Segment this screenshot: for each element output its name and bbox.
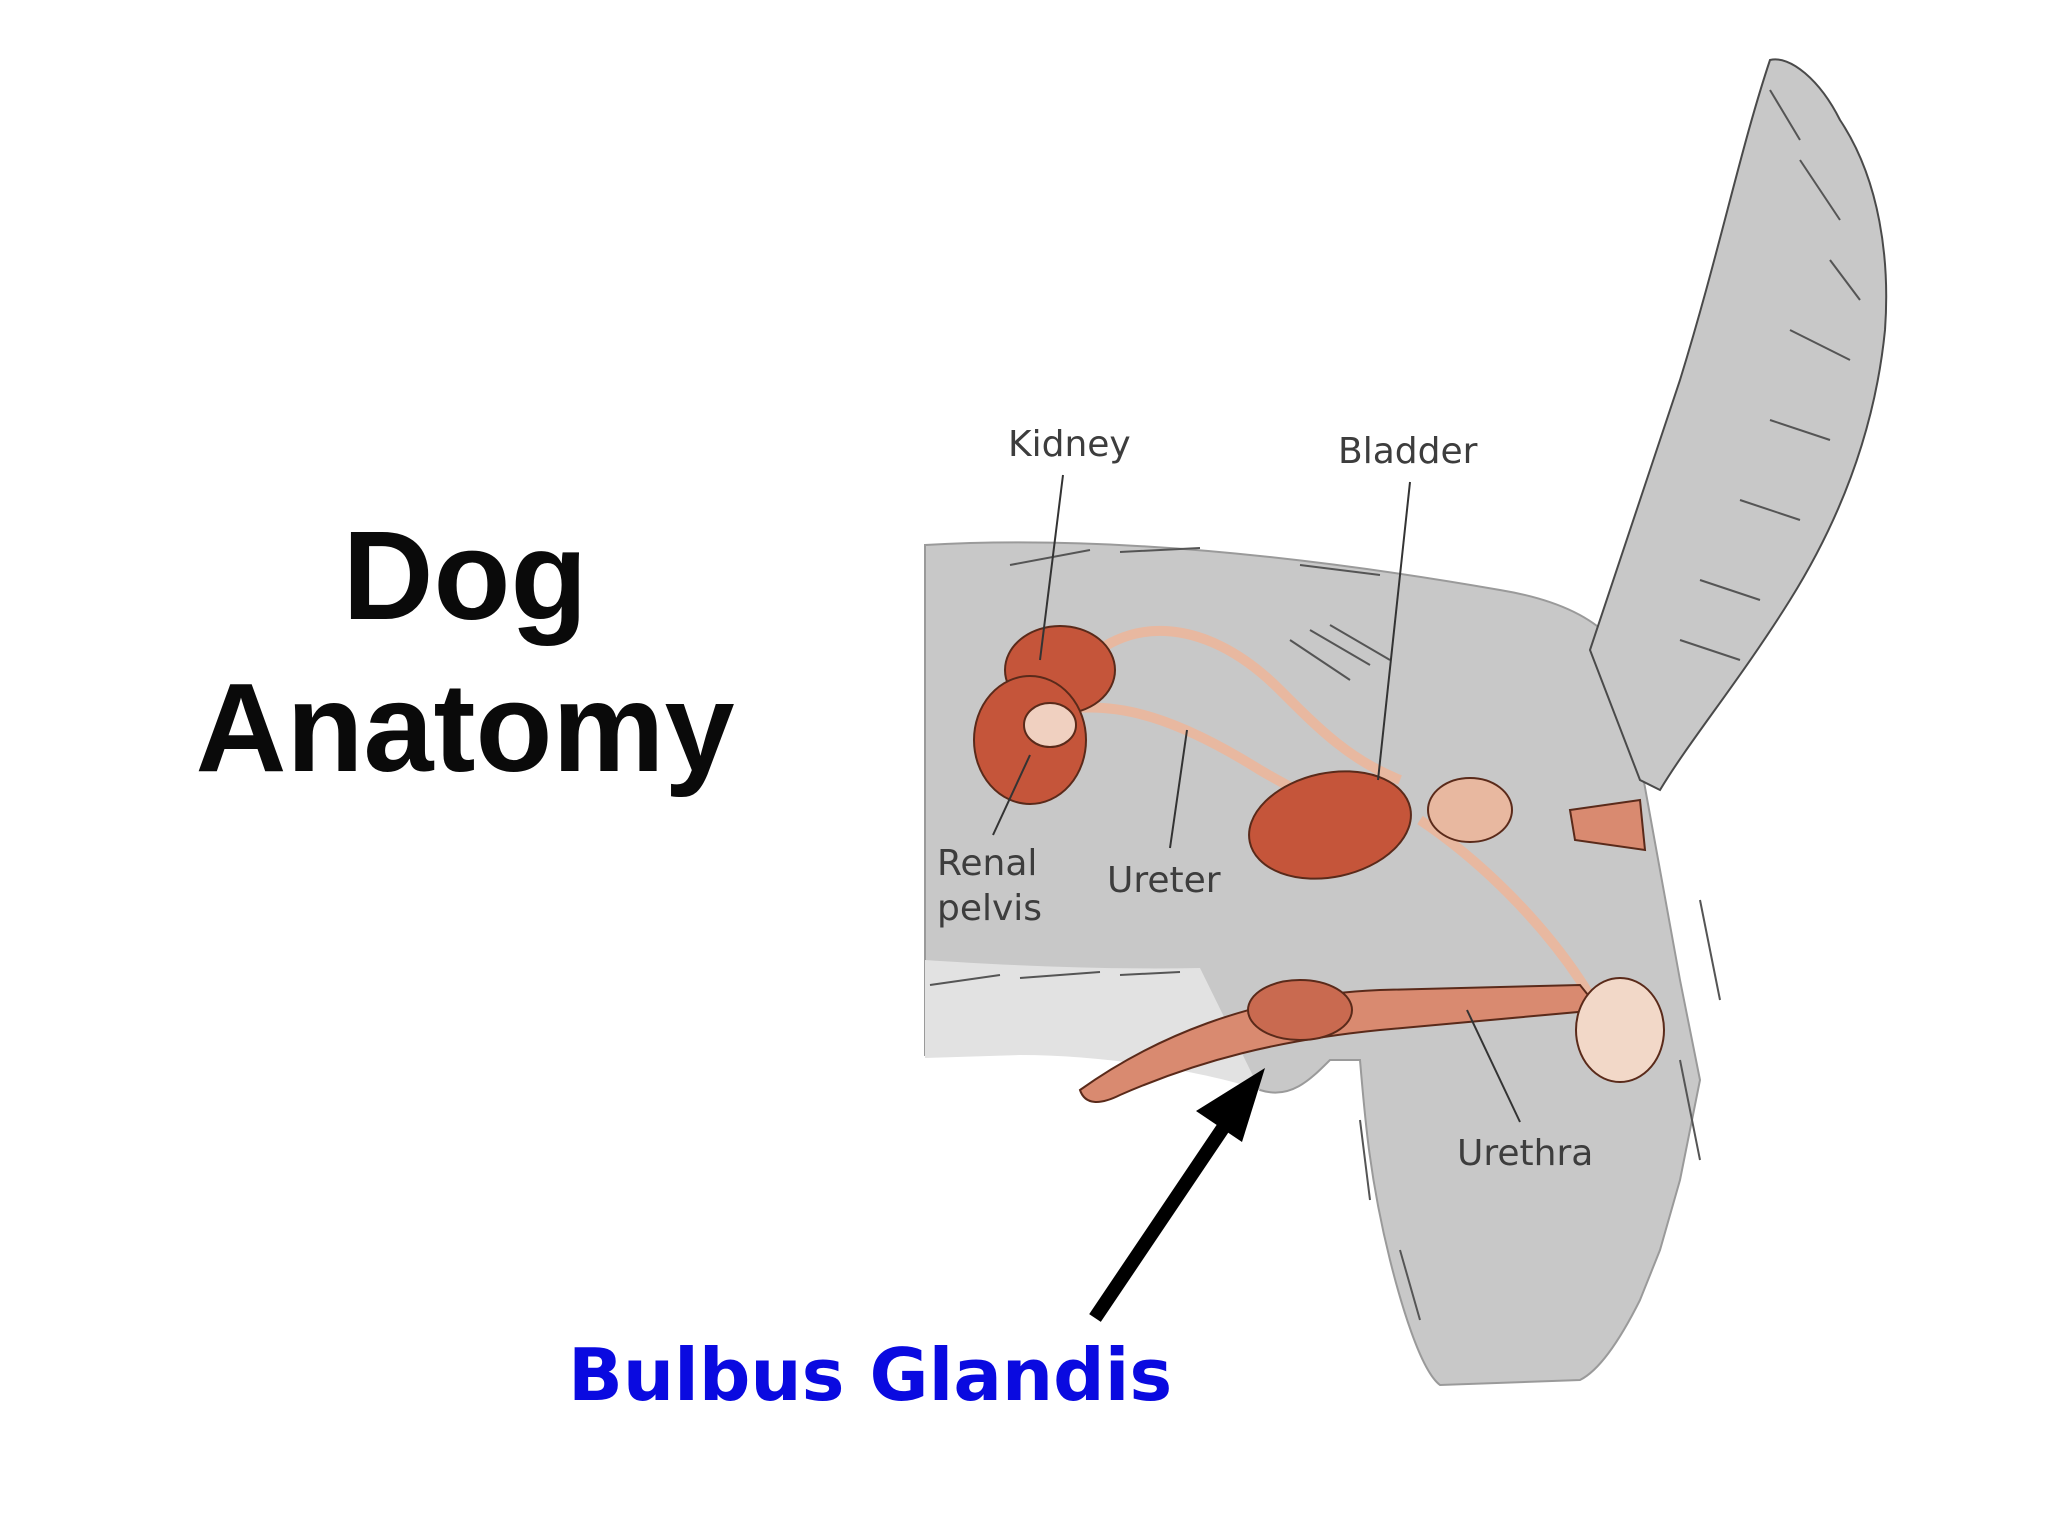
- ureter-leader: [1169, 729, 1188, 849]
- dog-body: [924, 58, 1888, 1387]
- bladder-body: [1248, 770, 1412, 880]
- body-torso: [924, 541, 1702, 1387]
- ureter-upper: [1076, 625, 1402, 785]
- anus: [1568, 798, 1647, 852]
- title-line-1: Dog: [342, 505, 588, 646]
- kidney-leader: [1039, 474, 1064, 661]
- callout-arrow: [1089, 1068, 1265, 1322]
- renal-pelvis: [1023, 702, 1077, 748]
- leader-lines: [992, 474, 1521, 1123]
- bulbus-glandis: [1247, 979, 1353, 1041]
- slide-title: Dog Anatomy: [150, 500, 780, 804]
- tail: [1588, 58, 1888, 792]
- arrow-shaft: [1089, 1121, 1231, 1322]
- back-fur-lines: [929, 547, 1721, 1321]
- testis: [1575, 977, 1665, 1083]
- label-urethra: Urethra: [1457, 1133, 1593, 1174]
- arrow-head: [1196, 1068, 1265, 1142]
- label-kidney: Kidney: [1008, 424, 1131, 465]
- urethra-leader: [1466, 1009, 1521, 1123]
- kidneys: [973, 625, 1116, 805]
- label-renal-pelvis-1: Renal: [937, 843, 1037, 884]
- tail-fur-lines: [1679, 89, 1861, 661]
- label-bladder: Bladder: [1338, 431, 1478, 472]
- prostate: [1427, 777, 1513, 843]
- bladder: [1248, 770, 1513, 880]
- bladder-leader: [1377, 481, 1411, 781]
- renal-pelvis-leader: [992, 754, 1031, 836]
- title-line-2: Anatomy: [195, 657, 735, 798]
- label-renal-pelvis-2: pelvis: [937, 888, 1042, 929]
- label-ureter: Ureter: [1107, 860, 1221, 901]
- callout-bulbus-glandis: Bulbus Glandis: [568, 1333, 1172, 1417]
